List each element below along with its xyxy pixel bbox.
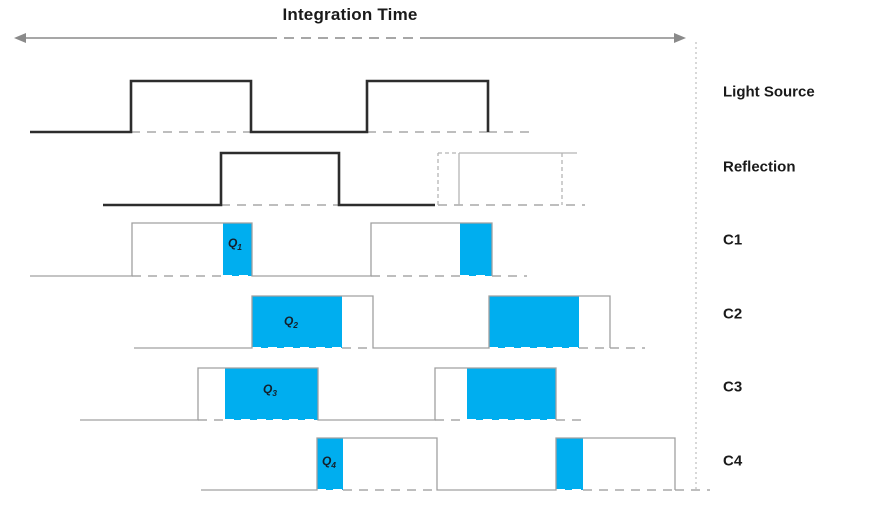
c1-charge-region-2: [460, 223, 492, 276]
q1-subscript: 1: [237, 242, 243, 252]
q4-subscript: 4: [331, 460, 337, 470]
charge-label-q3: Q3: [262, 382, 278, 398]
arrow-right-head-icon: [674, 33, 686, 43]
row-label-light-source: Light Source: [723, 83, 815, 101]
c2-charge-region-1: [252, 296, 342, 348]
charge-label-q2: Q2: [283, 314, 299, 330]
charge-label-q1: Q1: [227, 236, 243, 252]
row-label-c3: C3: [723, 378, 743, 396]
q3-symbol: Q: [262, 382, 273, 396]
c1-waveform: [30, 222, 493, 277]
q4-symbol: Q: [321, 454, 332, 468]
row-label-c2: C2: [723, 305, 743, 323]
row-label-reflection: Reflection: [723, 158, 796, 176]
c4-charge-region-2: [556, 438, 583, 490]
c4-waveform: [201, 437, 676, 491]
c4-charge-region-1: [317, 438, 343, 490]
arrow-left-head-icon: [14, 33, 26, 43]
q2-subscript: 2: [293, 320, 299, 330]
q1-symbol: Q: [227, 236, 238, 250]
c3-waveform: [80, 367, 557, 421]
q3-subscript: 3: [272, 388, 278, 398]
row-label-c1: C1: [723, 231, 743, 249]
c3-charge-region-1: [225, 368, 318, 420]
c2-waveform: [134, 295, 611, 349]
diagram-title: Integration Time: [282, 5, 418, 24]
c3-charge-region-2: [467, 368, 556, 420]
reflection-waveform: [103, 151, 435, 207]
c2-charge-region-2: [489, 296, 579, 348]
q2-symbol: Q: [283, 314, 294, 328]
row-label-c4: C4: [723, 452, 743, 470]
c1-charge-region-1: [223, 223, 252, 276]
charge-label-q4: Q4: [321, 454, 337, 470]
light-source-waveform: [30, 79, 490, 134]
